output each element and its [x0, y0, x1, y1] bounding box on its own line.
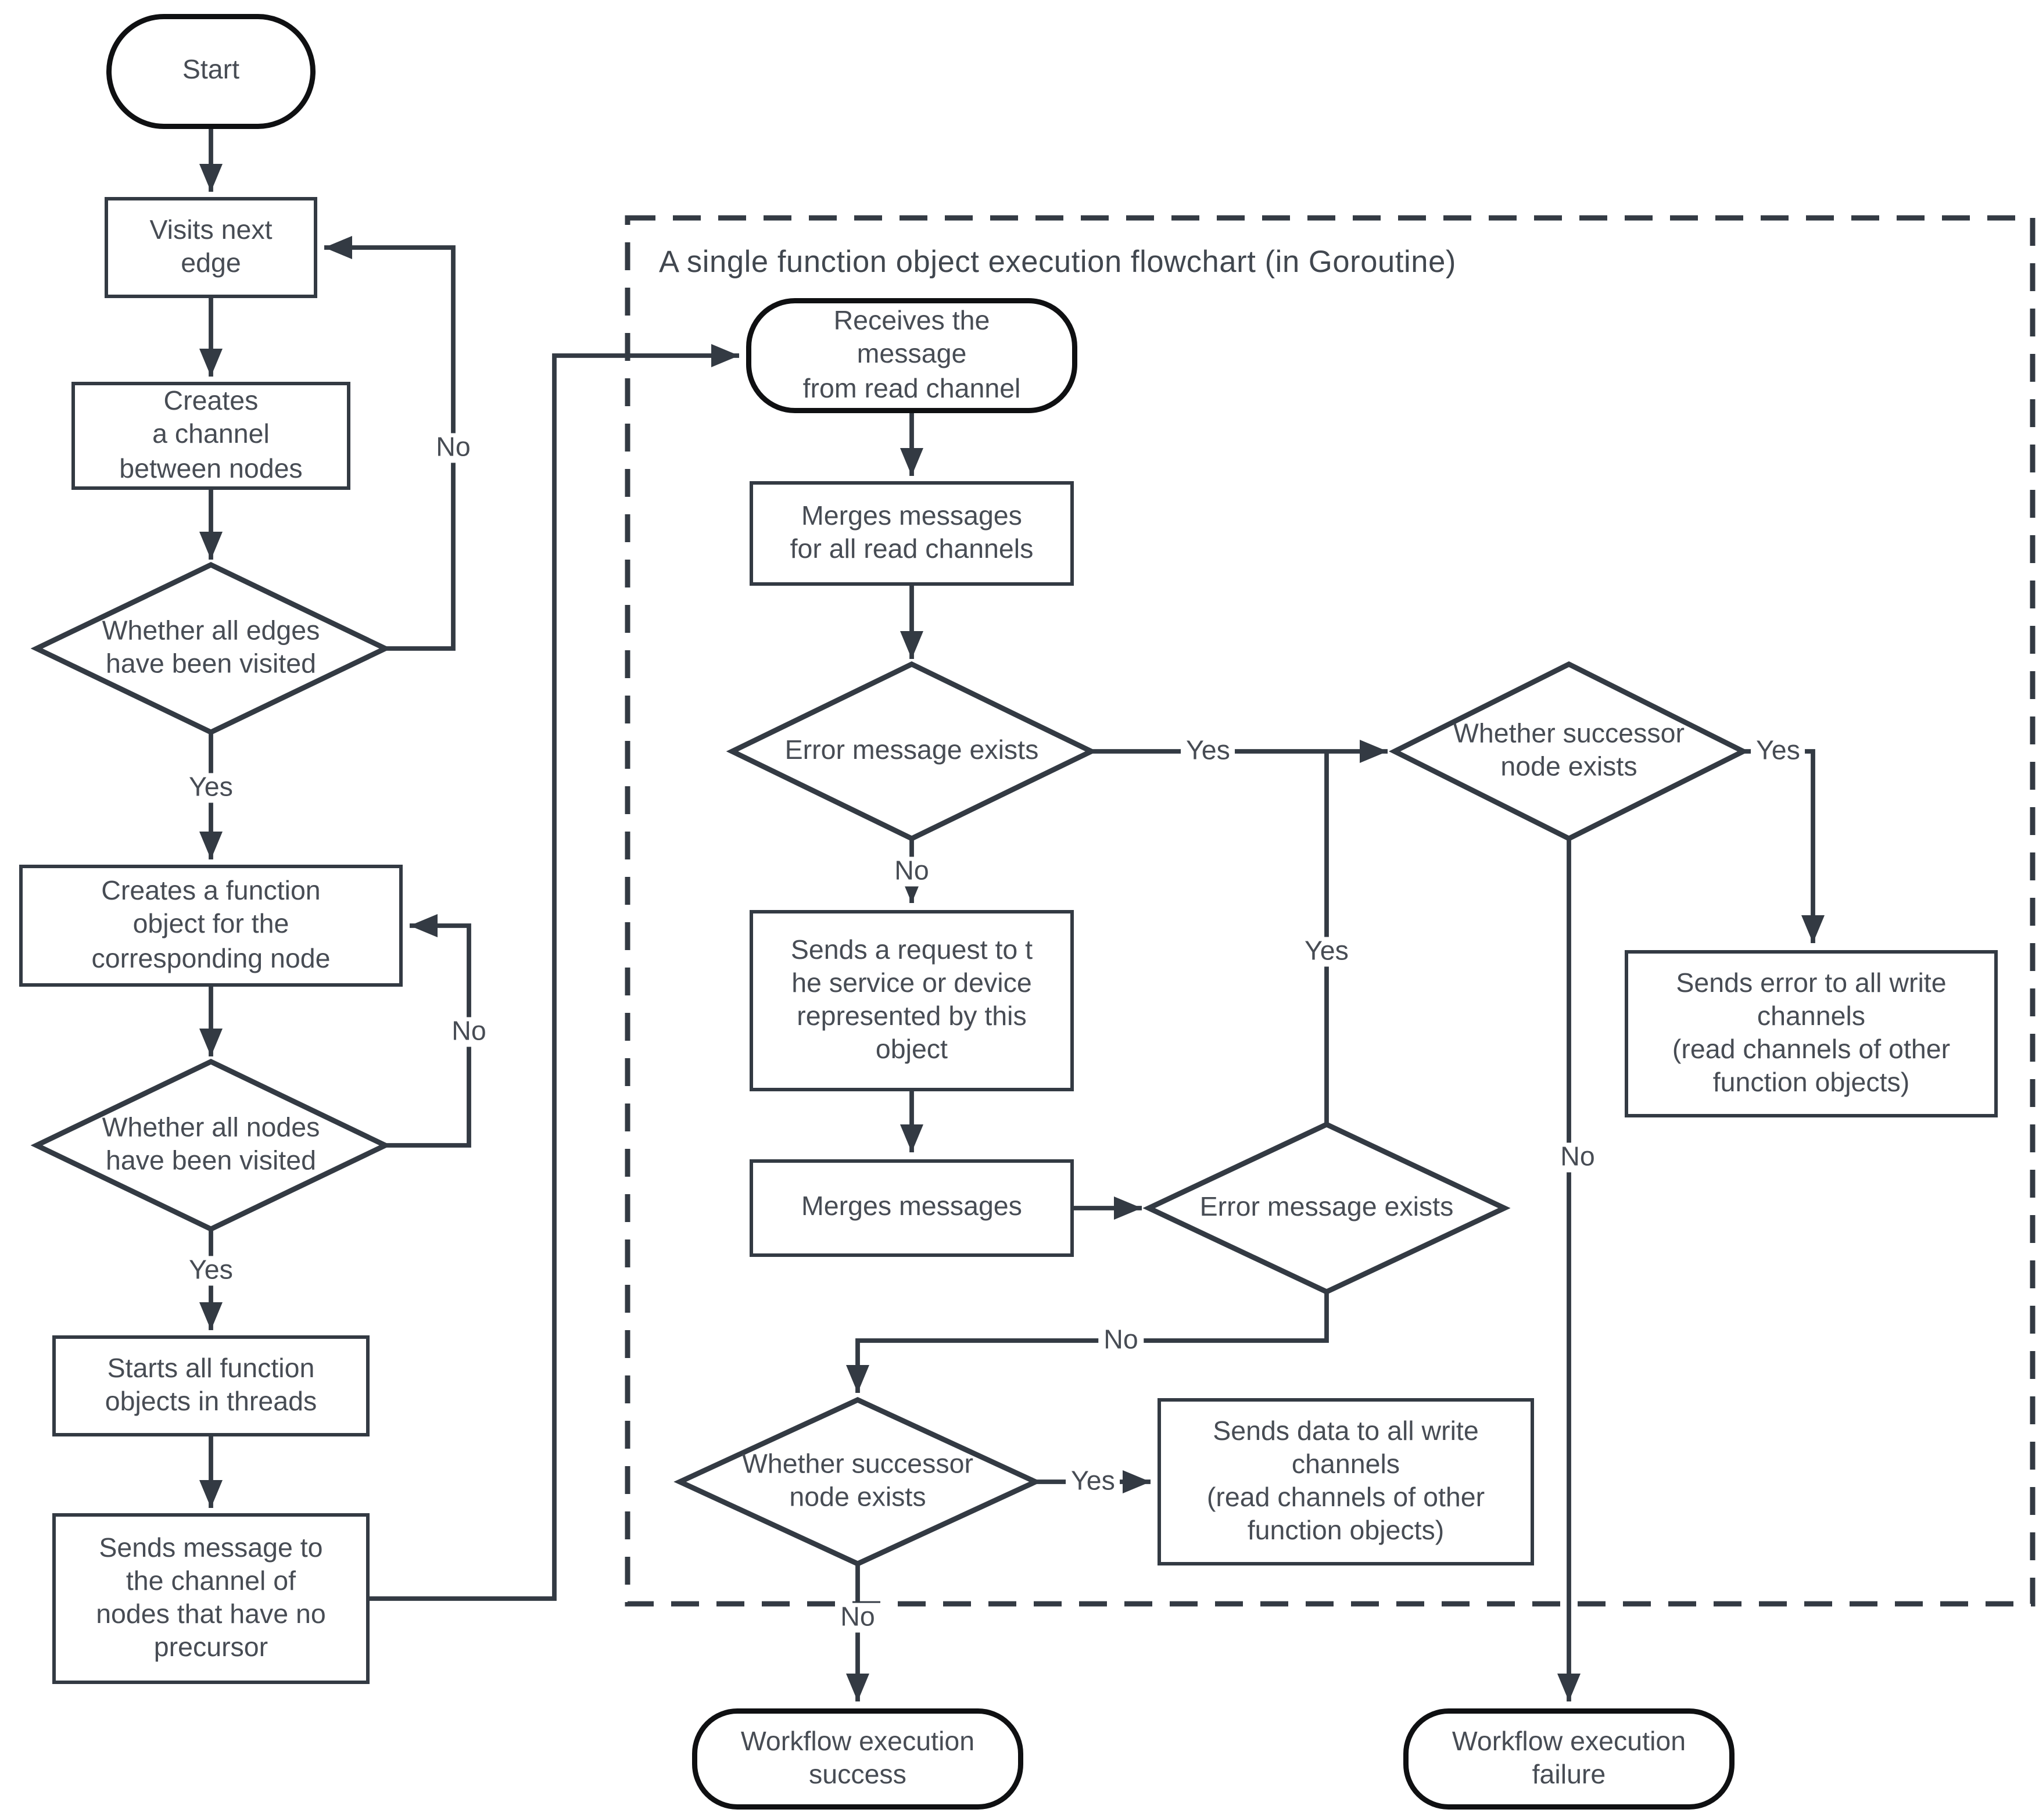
label-succ-bottom-yes: Yes	[1066, 1467, 1120, 1497]
node-workflow-success: Workflow execution success	[692, 1708, 1023, 1810]
label-edges-no: No	[431, 433, 476, 463]
node-start: Start	[106, 14, 316, 129]
label-err2-no: No	[1098, 1325, 1144, 1356]
label-succ-bottom-no: No	[835, 1603, 880, 1633]
label-nodes-no: No	[446, 1017, 492, 1047]
node-whether-successor-exists-bottom: Whether successor node exists	[741, 1450, 974, 1513]
edges-diamond-shape	[30, 562, 392, 735]
label-err1-yes: Yes	[1181, 736, 1235, 766]
node-whether-all-nodes-visited: Whether all nodes have been visited	[102, 1113, 320, 1177]
node-creates-channel: Creates a channel between nodes	[71, 382, 350, 490]
node-merges-messages: Merges messages	[750, 1159, 1074, 1257]
label-nodes-yes: Yes	[184, 1256, 238, 1286]
goroutine-dashed-container	[625, 215, 2036, 1607]
node-sends-message-no-precursor: Sends message to the channel of nodes th…	[52, 1513, 370, 1684]
node-error-message-exists-1: Error message exists	[784, 736, 1039, 766]
node-sends-data-write-channels: Sends data to all write channels (read c…	[1158, 1398, 1534, 1565]
error2-diamond-shape	[1142, 1122, 1511, 1295]
successor-bottom-diamond-shape	[673, 1397, 1042, 1567]
error1-diamond-shape	[726, 661, 1098, 842]
node-receives-message: Receives the message from read channel	[746, 298, 1077, 413]
connector-succ-top-yes	[1743, 749, 1825, 943]
node-starts-function-objects: Starts all function objects in threads	[52, 1335, 370, 1436]
label-err2-yes: Yes	[1299, 937, 1354, 967]
connector-sends-msg-to-receives	[370, 344, 739, 1601]
node-merges-messages-all-channels: Merges messages for all read channels	[750, 481, 1074, 586]
label-succ-top-yes: Yes	[1751, 736, 1805, 766]
connector-err2-no-route	[846, 1292, 1329, 1393]
node-sends-request-service-device: Sends a request to t he service or devic…	[750, 910, 1074, 1091]
node-error-message-exists-2: Error message exists	[1199, 1193, 1454, 1223]
node-creates-function-object: Creates a function object for the corres…	[19, 865, 403, 987]
goroutine-title: A single function object execution flowc…	[659, 244, 1456, 279]
node-visits-next-edge: Visits next edge	[105, 197, 317, 298]
successor-right-diamond-shape	[1388, 661, 1750, 842]
node-workflow-failure: Workflow execution failure	[1403, 1708, 1735, 1810]
label-edges-yes: Yes	[184, 773, 238, 803]
node-whether-successor-exists-right: Whether successor node exists	[1453, 719, 1685, 783]
nodes-diamond-shape	[30, 1059, 392, 1232]
label-err1-no: No	[889, 857, 934, 887]
node-sends-error-write-channels: Sends error to all write channels (read …	[1625, 950, 1998, 1117]
label-succ-top-no: No	[1555, 1142, 1600, 1173]
node-whether-all-edges-visited: Whether all edges have been visited	[102, 617, 320, 680]
